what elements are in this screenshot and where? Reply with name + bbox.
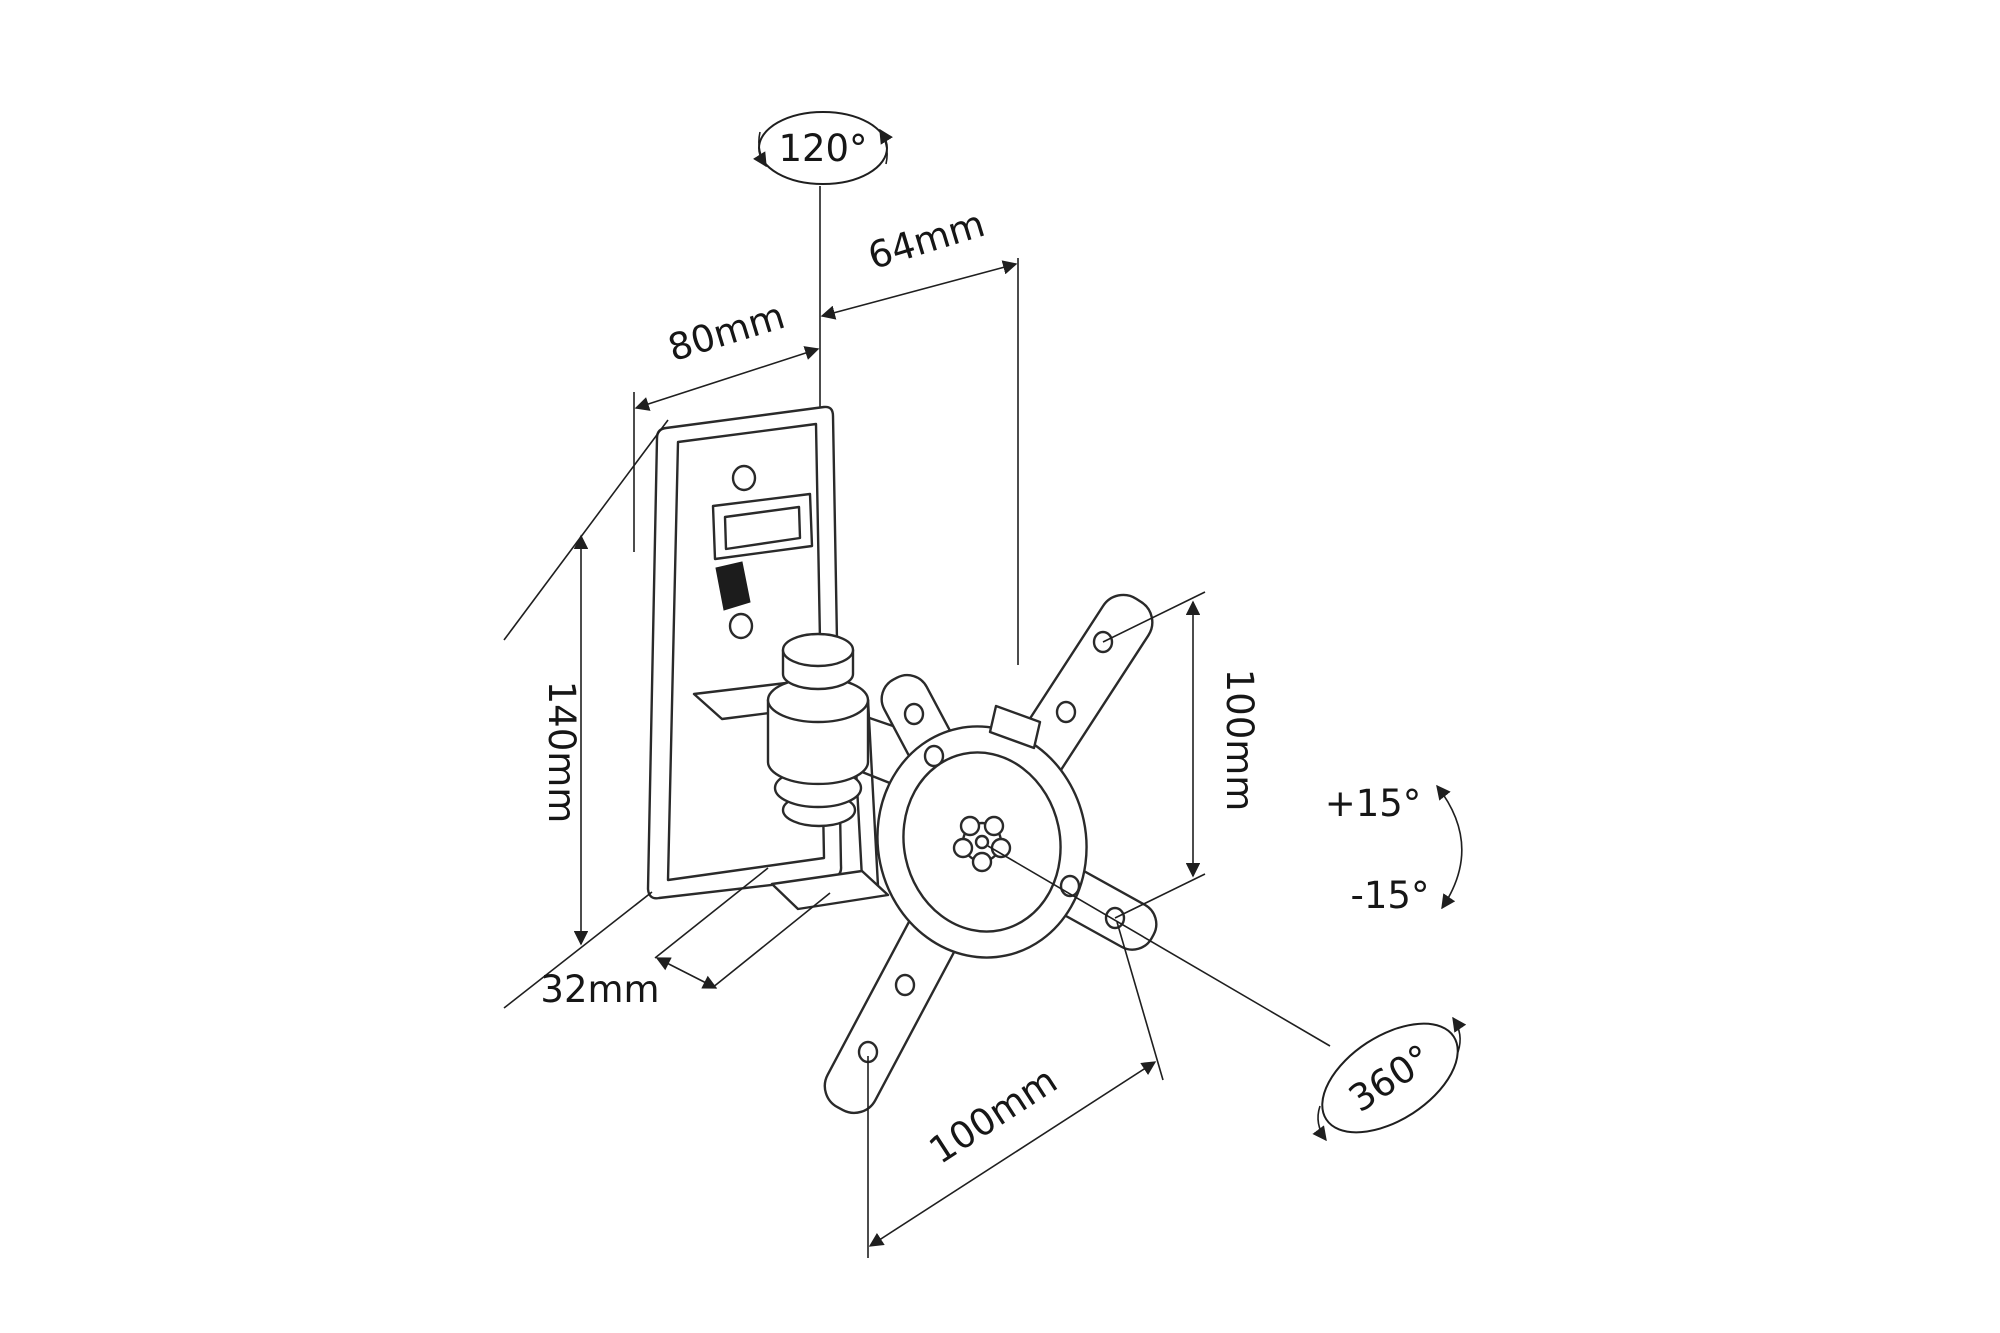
latch — [711, 492, 814, 611]
vesa-hole — [903, 702, 925, 726]
latch-slot — [723, 505, 802, 551]
swivel-range-indicator: 120° — [753, 111, 893, 185]
dim-vesa-vertical: 100mm — [1102, 591, 1261, 919]
rotation-indicator: 360° — [1312, 1016, 1467, 1142]
swivel-range-label: 120° — [778, 127, 867, 170]
tilt-range-indicator: +15° -15° — [1325, 782, 1463, 917]
dim-label-plate-width: 80mm — [663, 294, 790, 370]
dim-label-depth: 64mm — [863, 202, 990, 278]
mounting-hole-top — [731, 464, 757, 492]
swivel-arrow-left — [753, 131, 767, 168]
wall-plate-inner-face — [666, 422, 826, 882]
dim-depth: 64mm — [820, 202, 1018, 320]
rotation-arrow-right — [1452, 1016, 1467, 1053]
mounting-holes — [728, 464, 757, 640]
dim-label-vesa-vertical: 100mm — [1218, 669, 1261, 812]
vesa-hole — [894, 973, 916, 997]
dim-label-plate-height: 140mm — [540, 681, 583, 824]
swivel-arrow-right — [879, 128, 893, 165]
tilt-up-label: +15° — [1325, 782, 1422, 825]
dim-label-vesa-horizontal: 100mm — [922, 1059, 1065, 1173]
mounting-hole-middle — [728, 612, 754, 640]
vesa-hole — [923, 744, 945, 768]
tilt-down-label: -15° — [1351, 874, 1430, 917]
vesa-hole — [1055, 700, 1077, 724]
bracket-bottom-shelf — [770, 869, 890, 911]
pivot-cylinder — [766, 698, 870, 786]
vesa-hole — [1059, 874, 1081, 898]
rotation-arrow-left — [1312, 1105, 1327, 1142]
tilt-arc — [1436, 784, 1463, 910]
hub-knob — [952, 815, 1012, 873]
vesa-plate — [823, 593, 1158, 1115]
dim-label-offset: 32mm — [540, 968, 659, 1011]
rotation-oval — [1321, 1022, 1459, 1134]
dim-offset: 32mm — [540, 867, 831, 1011]
lock-lever — [715, 561, 751, 611]
rotation-label: 360° — [1341, 1036, 1439, 1121]
pivot-knob-top — [781, 632, 855, 668]
pivot-joint — [692, 632, 890, 911]
rotation-axis-leader — [987, 845, 1331, 1047]
bracket-clamp-tab — [988, 704, 1042, 750]
dim-plate-height: 140mm — [503, 419, 669, 1009]
